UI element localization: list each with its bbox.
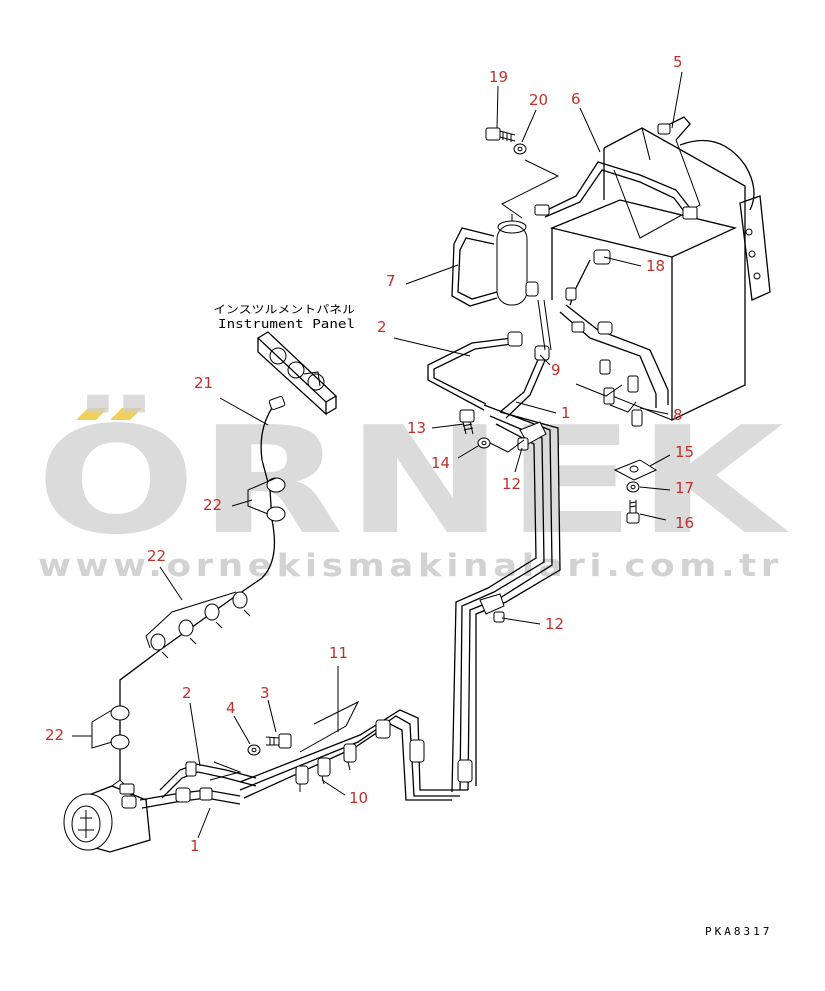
- callout-12-middle: 12: [545, 615, 564, 633]
- hose-6: [534, 116, 698, 220]
- clamp-12-middle: [479, 593, 505, 623]
- callout-5: 5: [673, 53, 683, 71]
- callout-12-upper: 12: [502, 475, 521, 493]
- pipe-2-upper: [427, 331, 523, 411]
- callout-9: 9: [551, 361, 561, 379]
- callout-18: 18: [646, 257, 665, 275]
- bolt-16: [626, 500, 640, 524]
- instrument-panel-label-jp: インスツルメントパネル: [213, 303, 355, 316]
- watermark-umlaut-left: [76, 408, 108, 420]
- callout-11: 11: [329, 644, 348, 662]
- watermark-url: www.ornekismakinalari.com.tr: [38, 548, 783, 584]
- hose-1-lower: [139, 787, 241, 809]
- leader-lines: [72, 71, 683, 839]
- washer-17: [626, 481, 640, 493]
- callout-15: 15: [675, 443, 694, 461]
- receiver-dryer: [451, 214, 539, 307]
- callout-16: 16: [675, 514, 694, 532]
- callout-22-middle: 22: [147, 547, 166, 565]
- pipe-1-upper: [499, 299, 552, 419]
- clamp-12-upper: [517, 421, 547, 451]
- wire-harness: [110, 395, 286, 780]
- watermark: ÖRNEK www.ornekismakinalari.com.tr: [36, 394, 790, 584]
- callout-3: 3: [260, 684, 270, 702]
- clamps-lower: [375, 719, 473, 783]
- callout-1-lower: 1: [190, 837, 200, 855]
- callout-19: 19: [489, 68, 508, 86]
- callout-4: 4: [226, 699, 236, 717]
- callout-22-lower: 22: [45, 726, 64, 744]
- clamp-10: [295, 743, 357, 792]
- washer-4: [247, 744, 261, 756]
- drawing-code: PKA8317: [705, 925, 772, 938]
- washer-14: [477, 437, 491, 449]
- bolt-3: [265, 733, 292, 749]
- instrument-panel: [256, 331, 338, 416]
- callouts: 19 20 6 5 7 2 18 9 1 8 13 14 12 15 17 16…: [45, 53, 694, 855]
- bolt-19: [485, 127, 516, 142]
- callout-1-upper: 1: [561, 404, 571, 422]
- watermark-umlaut-right: [110, 408, 142, 420]
- callout-6: 6: [571, 90, 581, 108]
- callout-21: 21: [194, 374, 213, 392]
- callout-2-upper: 2: [377, 318, 387, 336]
- callout-7: 7: [386, 272, 396, 290]
- instrument-panel-label-en: Instrument Panel: [218, 317, 355, 331]
- washer-20: [513, 143, 527, 155]
- air-conditioner-unit: [549, 127, 771, 422]
- callout-20: 20: [529, 91, 548, 109]
- callout-22-upper: 22: [203, 496, 222, 514]
- compressor: [63, 779, 151, 853]
- callout-8: 8: [673, 406, 683, 424]
- clamp-15: [613, 459, 658, 481]
- hose-8: [559, 249, 669, 427]
- callout-13: 13: [407, 419, 426, 437]
- callout-10: 10: [349, 789, 368, 807]
- callout-14: 14: [431, 454, 450, 472]
- callout-17: 17: [675, 479, 694, 497]
- watermark-brand: ÖRNEK: [36, 394, 790, 567]
- hose-2-lower: [159, 761, 257, 799]
- callout-2-lower: 2: [182, 684, 192, 702]
